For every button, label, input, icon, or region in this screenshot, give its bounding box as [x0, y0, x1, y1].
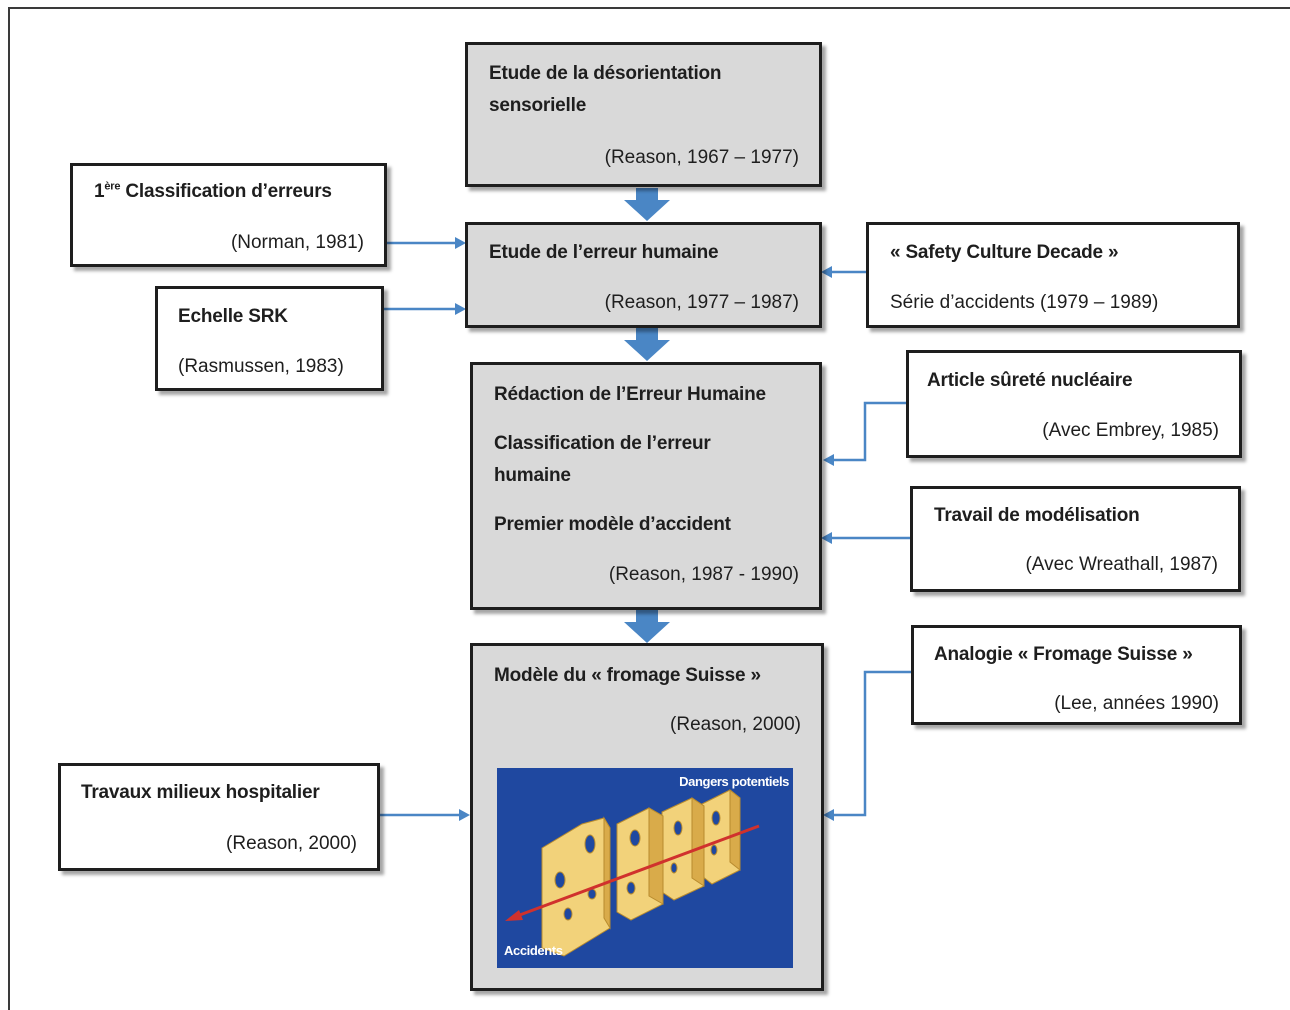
connector-arrowheads — [455, 237, 834, 821]
connector-embrey — [833, 401, 906, 462]
arrowhead-srk — [455, 303, 466, 315]
left-box-citation: (Reason, 2000) — [226, 833, 357, 854]
center-box-human-error-writing: Rédaction de l’Erreur Humaine Classifica… — [470, 362, 822, 610]
connector-lee — [833, 670, 911, 817]
accidents-label: Accidents — [504, 943, 563, 958]
right-box-safety-culture-decade: « Safety Culture Decade » Série d’accide… — [866, 222, 1240, 328]
center-box-title-line: Etude de l’erreur humaine — [489, 242, 719, 263]
cheese-slice — [661, 797, 705, 901]
left-box-title: 1ère Classification d’erreurs — [94, 180, 332, 202]
left-box-title: Echelle SRK — [178, 306, 288, 327]
cheese-slice — [541, 816, 611, 957]
right-box-citation: (Avec Wreathall, 1987) — [1025, 554, 1218, 575]
arrowhead-safety — [821, 266, 832, 278]
center-box-title-line: Rédaction de l’Erreur Humaine — [494, 384, 766, 405]
arrowhead-norman — [455, 237, 466, 249]
right-box-title: Analogie « Fromage Suisse » — [934, 644, 1193, 665]
right-box-title: Article sûreté nucléaire — [927, 370, 1133, 391]
connector-lines — [380, 241, 911, 817]
center-box-title-line: sensorielle — [489, 95, 587, 116]
flow-arrow-2 — [624, 328, 670, 361]
center-box-title-line: Premier modèle d’accident — [494, 514, 731, 535]
arrowhead-wreathall — [821, 532, 832, 544]
cheese-slice — [616, 807, 664, 921]
flow-arrow-3 — [624, 610, 670, 643]
dangers-label: Dangers potentiels — [679, 774, 789, 789]
left-box-norman-classification: 1ère Classification d’erreurs (Norman, 1… — [70, 163, 387, 267]
swiss-cheese-drawing — [505, 788, 760, 957]
center-box-title-line: Etude de la désorientation — [489, 63, 722, 84]
arrowhead-lee — [823, 809, 834, 821]
left-box-citation: (Rasmussen, 1983) — [178, 356, 344, 377]
center-box-citation: (Reason, 2000) — [670, 714, 801, 735]
center-box-title-line: humaine — [494, 465, 571, 486]
accident-trajectory-arrow — [505, 824, 760, 921]
swiss-cheese-illustration: Dangers potentiels Accidents — [497, 768, 793, 968]
left-box-hospital-work: Travaux milieux hospitalier (Reason, 200… — [58, 763, 380, 871]
left-box-title: Travaux milieux hospitalier — [81, 782, 320, 803]
right-box-title: Travail de modélisation — [934, 505, 1140, 526]
center-box-sensory-disorientation: Etude de la désorientation sensorielle (… — [465, 42, 822, 187]
cheese-slice — [701, 788, 741, 885]
right-box-citation: (Lee, années 1990) — [1054, 693, 1219, 714]
arrowhead-hospital — [459, 809, 470, 821]
left-box-citation: (Norman, 1981) — [230, 232, 364, 253]
cheese-slices — [541, 788, 741, 957]
right-box-citation: Série d’accidents (1979 – 1989) — [890, 292, 1159, 313]
center-box-title-line: Classification de l’erreur — [494, 433, 711, 454]
right-box-modelling-work: Travail de modélisation (Avec Wreathall,… — [910, 486, 1241, 592]
arrowhead-embrey — [823, 454, 834, 466]
figure-frame — [8, 7, 1290, 1010]
right-box-citation: (Avec Embrey, 1985) — [1042, 420, 1219, 441]
right-box-swiss-cheese-analogy: Analogie « Fromage Suisse » (Lee, années… — [911, 625, 1242, 725]
right-box-nuclear-safety-article: Article sûreté nucléaire (Avec Embrey, 1… — [906, 350, 1242, 458]
center-box-citation: (Reason, 1967 – 1977) — [604, 147, 799, 168]
center-box-citation: (Reason, 1977 – 1987) — [604, 292, 799, 313]
flow-arrows — [624, 188, 670, 643]
center-box-citation: (Reason, 1987 - 1990) — [608, 564, 799, 585]
left-box-srk-scale: Echelle SRK (Rasmussen, 1983) — [155, 286, 384, 391]
flow-arrow-1 — [624, 188, 670, 221]
center-box-human-error-study: Etude de l’erreur humaine (Reason, 1977 … — [465, 222, 822, 328]
right-box-title: « Safety Culture Decade » — [890, 242, 1119, 263]
center-box-title-line: Modèle du « fromage Suisse » — [494, 665, 761, 686]
